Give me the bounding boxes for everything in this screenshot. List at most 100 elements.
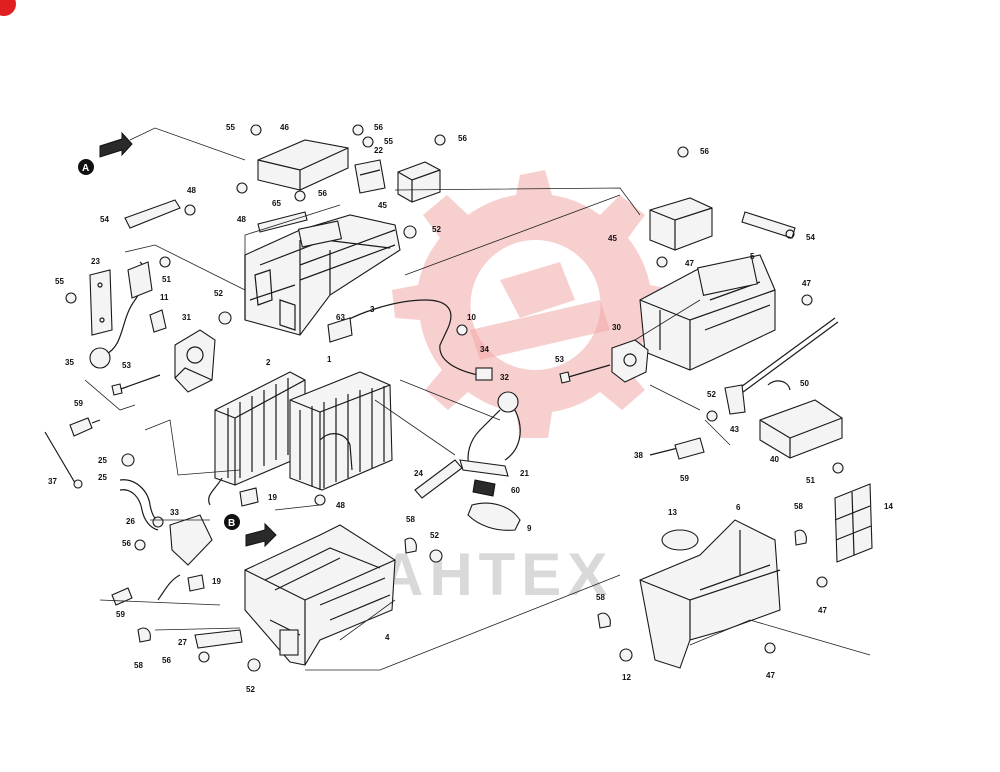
callout: 55 — [226, 123, 235, 132]
heater-core-2 — [214, 371, 306, 486]
callout: 50 — [800, 379, 809, 388]
callout: 32 — [500, 373, 509, 382]
callout: 56 — [700, 147, 709, 156]
rod-43 — [724, 317, 839, 415]
callout: 59 — [680, 474, 689, 483]
callout: 48 — [237, 215, 246, 224]
callout: 52 — [430, 531, 439, 540]
strip-21 — [459, 459, 509, 477]
callout: 52 — [246, 685, 255, 694]
callout: 59 — [74, 399, 83, 408]
callout: 19 — [268, 493, 277, 502]
svg-text:A: A — [82, 163, 89, 174]
corner-badge — [0, 0, 16, 16]
sensor-59-lower — [111, 587, 133, 606]
relay-45-left — [397, 161, 441, 203]
callout: 11 — [160, 293, 169, 302]
hose-25 — [119, 453, 164, 531]
callout: 58 — [134, 661, 143, 670]
bracket-33 — [169, 514, 213, 566]
actuator-31 — [174, 329, 216, 393]
callout: 52 — [707, 390, 716, 399]
callout: 52 — [432, 225, 441, 234]
sensor-59-left — [69, 417, 101, 437]
callout-labels: 1 2 3 4 5 6 9 10 11 12 13 14 19 19 21 22… — [48, 123, 893, 694]
callout: 2 — [266, 358, 271, 367]
clip-60 — [472, 479, 496, 497]
bracket-27 — [194, 629, 243, 649]
harness-35 — [89, 261, 167, 369]
leader-lines — [84, 127, 871, 671]
callout: 51 — [162, 275, 171, 284]
callout: 38 — [634, 451, 643, 460]
callout: 27 — [178, 638, 187, 647]
callout: 47 — [802, 279, 811, 288]
pipe-19 — [208, 477, 259, 507]
callout: 13 — [668, 508, 677, 517]
callout: 51 — [806, 476, 815, 485]
callout: 56 — [122, 539, 131, 548]
callout: 1 — [327, 355, 332, 364]
callout: 31 — [182, 313, 191, 322]
callout: 53 — [555, 355, 564, 364]
callout: 52 — [214, 289, 223, 298]
callout: 24 — [414, 469, 423, 478]
callout: 47 — [766, 671, 775, 680]
callout: 14 — [884, 502, 893, 511]
bracket-22 — [354, 159, 386, 194]
watermark-text: AHTEX — [380, 541, 613, 608]
clip-58-lower-left — [137, 627, 151, 643]
relay-46 — [257, 139, 349, 191]
callout: 37 — [48, 477, 57, 486]
callout: 58 — [406, 515, 415, 524]
callout: 34 — [480, 345, 489, 354]
arm-54-right — [741, 211, 796, 239]
pipe-19-lower — [157, 574, 205, 601]
callout: 56 — [162, 656, 171, 665]
callout: 53 — [122, 361, 131, 370]
callout: 4 — [385, 633, 390, 642]
callout: 5 — [750, 252, 755, 261]
callout: 56 — [374, 123, 383, 132]
tube-24 — [414, 459, 463, 499]
callout: 59 — [116, 610, 125, 619]
callout: 45 — [608, 234, 617, 243]
callout: 55 — [55, 277, 64, 286]
callout: 55 — [384, 137, 393, 146]
evaporator-1 — [289, 371, 393, 491]
rod-37 — [44, 431, 83, 489]
relay-45-right — [649, 197, 713, 251]
lower-right-case-6 — [639, 519, 781, 669]
motor-30 — [611, 339, 649, 383]
filter-40 — [759, 399, 843, 459]
callout: 48 — [336, 501, 345, 510]
callout: 6 — [736, 503, 741, 512]
callout: 40 — [770, 455, 779, 464]
callout: 26 — [126, 517, 135, 526]
clip-50 — [767, 380, 791, 391]
thermistor-32 — [467, 391, 521, 471]
callout: 56 — [318, 189, 327, 198]
callout: 54 — [806, 233, 815, 242]
section-marker-b: B — [224, 514, 277, 548]
callout: 45 — [378, 201, 387, 210]
lower-case-4 — [244, 524, 396, 666]
callout: 54 — [100, 215, 109, 224]
cap-13 — [661, 529, 699, 551]
grille-14 — [834, 483, 873, 563]
callout: 56 — [458, 134, 467, 143]
upper-housing-left — [244, 214, 401, 336]
section-marker-a: A — [78, 131, 133, 175]
callout: 58 — [596, 593, 605, 602]
watermark-logo — [392, 170, 675, 438]
right-housing-5 — [639, 254, 776, 371]
callout: 58 — [794, 502, 803, 511]
fasteners — [65, 124, 844, 672]
clip-58-right — [404, 529, 807, 629]
callout: 21 — [520, 469, 529, 478]
svg-text:B: B — [228, 518, 235, 529]
callout: 63 — [336, 313, 345, 322]
callout: 33 — [170, 508, 179, 517]
callout: 12 — [622, 673, 631, 682]
